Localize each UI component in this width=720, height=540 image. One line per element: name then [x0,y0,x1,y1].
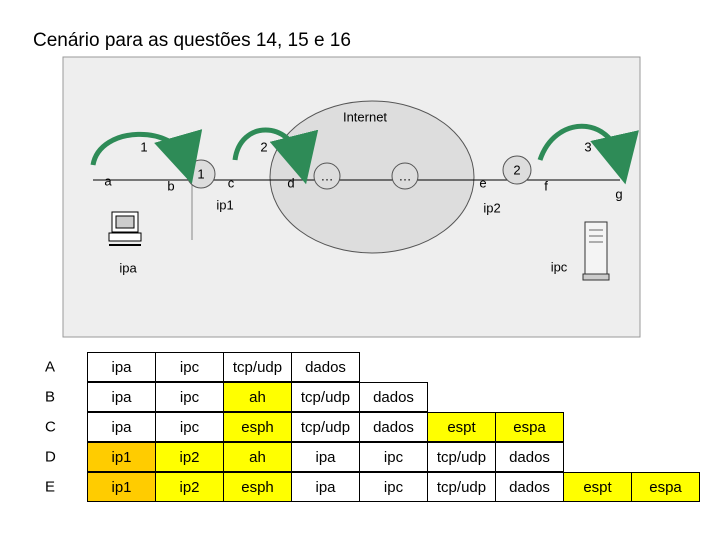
table-cell: ipa [291,442,360,472]
table-cell: ah [223,442,292,472]
row-label: B [45,388,56,406]
row-label: D [45,448,56,466]
table-cell: tcp/udp [427,472,496,502]
table-cell: dados [359,412,428,442]
row-label: C [45,418,56,436]
table-cell: espt [563,472,632,502]
hop-label-2: 2 [260,139,268,155]
table-cell: ipa [291,472,360,502]
table-cell: ipa [87,382,156,412]
router-1-label: 1 [197,166,205,182]
table-cell: ip1 [87,472,156,502]
ip2-label: ip2 [483,200,501,216]
table-cell: ipc [359,472,428,502]
table-cell: ipc [359,442,428,472]
table-cell: ipc [155,412,224,442]
table-cell: tcp/udp [291,412,360,442]
table-cell: esph [223,472,292,502]
computer-icon [108,211,142,246]
table-cell: espa [495,412,564,442]
table-cell: ipa [87,412,156,442]
table-cell: ip2 [155,442,224,472]
internet-label: Internet [342,109,388,125]
table-cell: dados [359,382,428,412]
router-2-label: 2 [513,162,521,178]
hop-label-3: 3 [584,139,592,155]
table-cell: espa [631,472,700,502]
table-cell: tcp/udp [427,442,496,472]
table-cell: esph [223,412,292,442]
router-2 [502,155,532,185]
iface-b: b [167,178,175,194]
ipc-label: ipc [550,259,568,275]
row-label: E [45,478,56,496]
iface-c: c [227,175,235,191]
table-cell: ipc [155,352,224,382]
hop-arrow-3 [537,123,639,185]
table-cell: ah [223,382,292,412]
iface-d: d [287,175,295,191]
table-cell: dados [495,472,564,502]
internet-node-2-label: … [398,168,412,184]
iface-f: f [544,178,548,194]
iface-e: e [479,175,487,191]
ip1-label: ip1 [216,197,234,213]
page-title: Cenário para as questões 14, 15 e 16 [33,30,351,51]
table-cell: dados [495,442,564,472]
table-cell: ip2 [155,472,224,502]
row-label: A [45,358,56,376]
hop-arrow-2 [232,127,319,185]
internet-node-1-label: … [320,168,334,184]
iface-g: g [615,186,623,202]
table-cell: espt [427,412,496,442]
table-cell: tcp/udp [291,382,360,412]
hop-label-1: 1 [140,139,148,155]
internet-node-2 [391,162,419,190]
table-cell: ip1 [87,442,156,472]
iface-a: a [104,173,112,189]
table-cell: dados [291,352,360,382]
hop-arrow-1 [90,129,203,185]
table-cell: ipa [87,352,156,382]
table-cell: ipc [155,382,224,412]
table-cell: tcp/udp [223,352,292,382]
server-icon [582,221,610,281]
ipa-label: ipa [119,260,137,276]
